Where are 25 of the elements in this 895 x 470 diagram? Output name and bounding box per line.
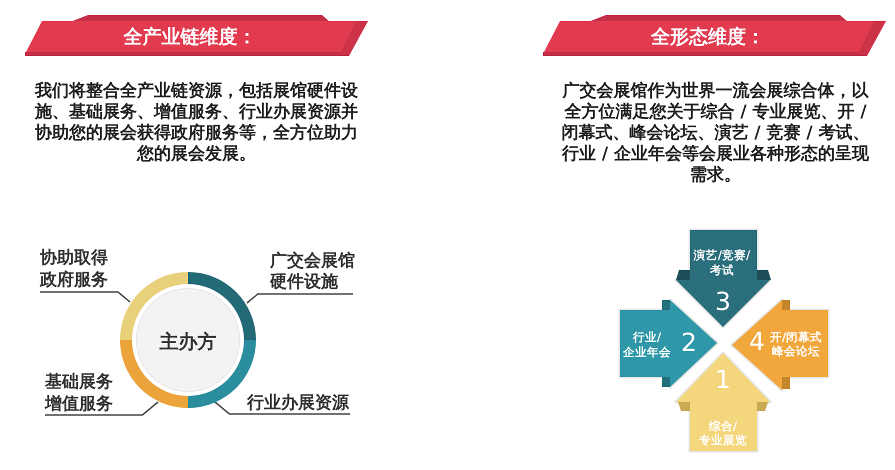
- step-number: 1: [714, 365, 732, 395]
- tile-caption: 开/闭幕式峰会论坛: [768, 330, 824, 358]
- tile-caption: 行业/企业年会: [622, 330, 672, 360]
- center-label: 主办方: [158, 331, 218, 353]
- step-number: 2: [680, 328, 698, 358]
- leader-line: [246, 293, 353, 304]
- intro-paragraph: 我们将整合全产业链资源，包括展馆硬件设施、基础展务、增值服务、行业办展资源并协助您的展会获得政府服务等，全方位助力您的展会发展。: [34, 81, 359, 165]
- leader-line: [214, 401, 350, 415]
- ribbon-banner: [25, 15, 370, 56]
- step-tile: [674, 351, 772, 453]
- step-number: 3: [714, 287, 732, 317]
- banner-title: 全形态维度：: [650, 25, 766, 50]
- intro-paragraph: 广交会展馆作为世界一流会展综合体，以全方位满足您关于综合 / 专业展览、开 / 闭幕式、峰会论坛、演艺 / 竞赛 / 考试、行业 / 企业年会等会展业各种形态的呈现需求。: [560, 81, 871, 186]
- leader-line: [45, 401, 158, 416]
- callout-label: 基础展务增值服务: [45, 371, 117, 415]
- center-circle: [136, 288, 240, 392]
- tile-caption: 演艺/竞赛/考试: [692, 248, 752, 278]
- callout-label: 行业办展资源: [247, 393, 349, 413]
- step-number: 4: [748, 327, 766, 357]
- callout-label: 广交会展馆硬件设施: [270, 251, 358, 293]
- banner-title: 全产业链维度：: [122, 25, 258, 50]
- ribbon-banner: [543, 15, 888, 56]
- callout-label: 协助取得政府服务: [40, 247, 112, 291]
- tile-caption: 综合/专业展览: [698, 419, 748, 447]
- leader-line: [40, 291, 130, 303]
